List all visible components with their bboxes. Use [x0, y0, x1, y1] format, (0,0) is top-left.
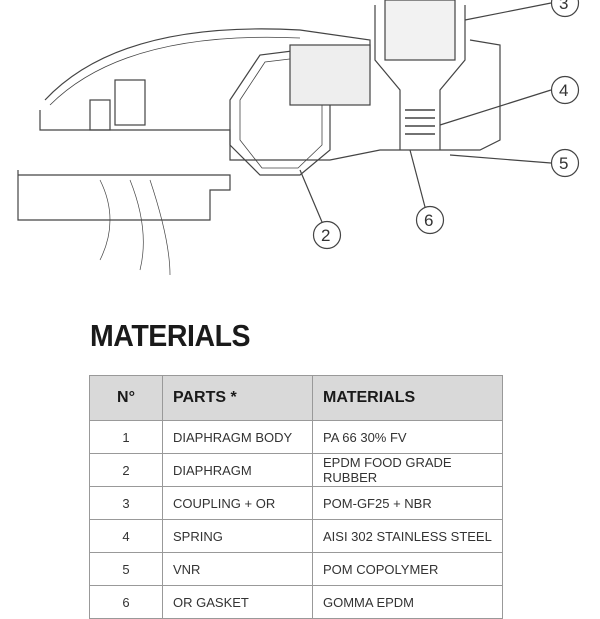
callout-3: 3	[559, 0, 568, 13]
number-cell: 6	[89, 585, 163, 619]
material-cell: POM-GF25 + NBR	[312, 486, 503, 520]
header-materials: MATERIALS	[312, 375, 503, 421]
callout-5: 5	[559, 154, 568, 173]
material-cell: AISI 302 STAINLESS STEEL	[312, 519, 503, 553]
part-cell: DIAPHRAGM	[162, 453, 313, 487]
callout-6: 6	[424, 211, 433, 230]
material-cell: GOMMA EPDM	[312, 585, 503, 619]
number-cell: 3	[89, 486, 163, 520]
part-cell: DIAPHRAGM BODY	[162, 420, 313, 454]
cross-section-drawing: 2 3 4 5 6	[17, 0, 580, 276]
part-cell: VNR	[162, 552, 313, 586]
material-cell: EPDM FOOD GRADE RUBBER	[312, 453, 503, 487]
number-cell: 4	[89, 519, 163, 553]
part-cell: OR GASKET	[162, 585, 313, 619]
number-cell: 2	[89, 453, 163, 487]
table-header-row: N° PARTS * MATERIALS	[89, 375, 503, 421]
material-cell: PA 66 30% FV	[312, 420, 503, 454]
header-number: N°	[89, 375, 163, 421]
material-cell: POM COPOLYMER	[312, 552, 503, 586]
number-cell: 1	[89, 420, 163, 454]
callout-4: 4	[559, 81, 568, 100]
part-cell: COUPLING + OR	[162, 486, 313, 520]
number-cell: 5	[89, 552, 163, 586]
part-cell: SPRING	[162, 519, 313, 553]
header-parts: PARTS *	[162, 375, 313, 421]
callout-2: 2	[321, 226, 330, 245]
materials-heading: MATERIALS	[90, 318, 251, 353]
